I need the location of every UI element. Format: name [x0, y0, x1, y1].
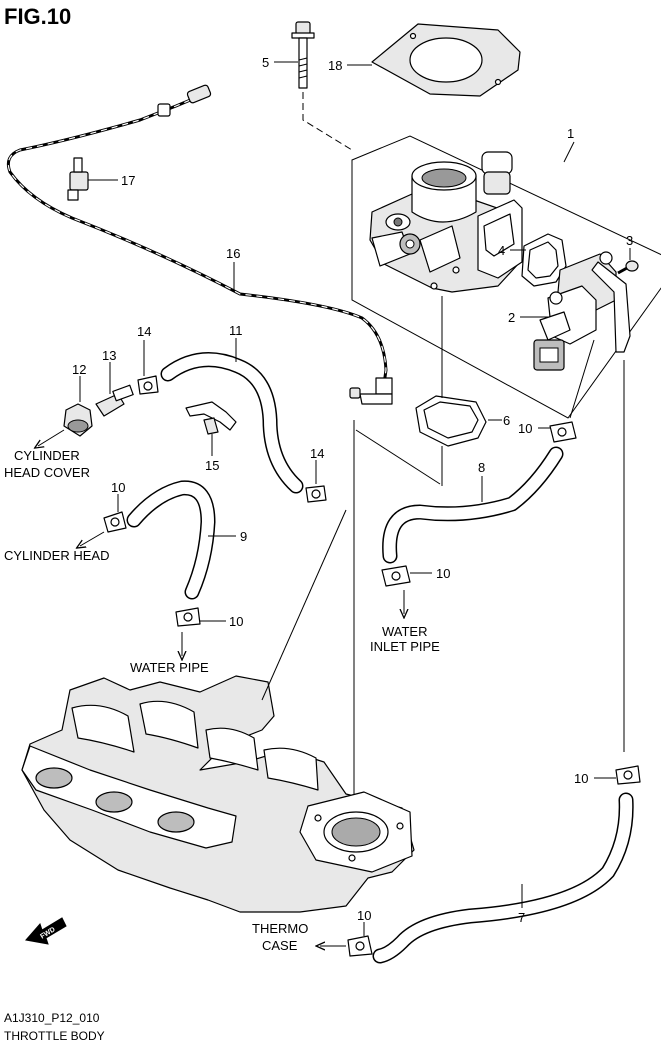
callout-2: 2 [508, 310, 515, 325]
assembly-line-14b [261, 509, 347, 701]
part-14-clamp-b [305, 485, 327, 503]
part-10-clamp-d [381, 565, 411, 587]
callout-10a: 10 [111, 480, 125, 495]
part-6-gasket [415, 395, 487, 447]
dest-cylinder-head: CYLINDER HEAD [4, 548, 109, 563]
fwd-arrow-mark: FWD [25, 917, 67, 945]
callout-5: 5 [262, 55, 269, 70]
figure-title: FIG.10 [4, 4, 71, 29]
callout-10f: 10 [357, 908, 371, 923]
part-18-gasket [371, 23, 521, 97]
arrow-cylinder-head [80, 531, 105, 546]
part-2-idle-air-valve [533, 251, 631, 371]
callout-12: 12 [72, 362, 86, 377]
callout-10d: 10 [436, 566, 450, 581]
part-10-clamp-f [347, 935, 373, 957]
dest-thermo-case-1: THERMO [252, 921, 308, 936]
callout-14a: 14 [137, 324, 151, 339]
figure-name: THROTTLE BODY [4, 1029, 105, 1043]
callout-4: 4 [498, 243, 505, 258]
dest-water-inlet-1: WATER [382, 624, 428, 639]
callout-10b: 10 [229, 614, 243, 629]
part-11-hose [160, 352, 304, 494]
callout-13: 13 [102, 348, 116, 363]
leader-1 [563, 141, 575, 163]
callout-6: 6 [503, 413, 510, 428]
part-5-bolt [291, 21, 315, 89]
part-9-hose [126, 480, 216, 600]
part-4-gasket [521, 233, 567, 287]
callout-8: 8 [478, 460, 485, 475]
callout-10c: 10 [518, 421, 532, 436]
callout-16: 16 [226, 246, 240, 261]
assembly-box-1 [351, 135, 661, 419]
part-13-pcv-valve [95, 384, 134, 417]
part-14-clamp-a [137, 375, 159, 395]
assembly-line-8 [569, 339, 595, 419]
figure-code: A1J310_P12_010 [4, 1011, 100, 1025]
throttle-body [369, 151, 523, 293]
intake-manifold [21, 675, 415, 913]
callout-9: 9 [240, 529, 247, 544]
callout-18: 18 [328, 58, 342, 73]
dest-thermo-case-2: CASE [262, 938, 298, 953]
assembly-line-5 [302, 92, 353, 151]
part-3-screw [617, 260, 639, 275]
part-10-clamp-e [615, 765, 641, 785]
part-17-clip [67, 157, 89, 201]
part-15-bracket [185, 401, 237, 435]
part-7-hose [372, 792, 634, 964]
dest-water-pipe: WATER PIPE [130, 660, 209, 675]
part-10-clamp-b [175, 607, 201, 627]
dest-water-inlet-2: INLET PIPE [370, 639, 440, 654]
callout-1: 1 [567, 126, 574, 141]
part-10-clamp-c [549, 421, 577, 443]
callout-11: 11 [229, 323, 243, 338]
callout-14b: 14 [310, 446, 324, 461]
part-16-harness [6, 84, 393, 405]
arrow-cylinder-head-cover [38, 429, 65, 446]
callout-10e: 10 [574, 771, 588, 786]
part-8-hose [382, 446, 564, 564]
callout-15: 15 [205, 458, 219, 473]
assembly-line-6c [355, 429, 441, 485]
callout-3: 3 [626, 233, 633, 248]
part-10-clamp-a [103, 511, 127, 533]
dest-cylinder-head-cover-1: CYLINDER [14, 448, 80, 463]
dest-cylinder-head-cover-2: HEAD COVER [4, 465, 90, 480]
callout-17: 17 [121, 173, 135, 188]
part-12-grommet [63, 403, 93, 437]
callout-7: 7 [518, 910, 525, 925]
